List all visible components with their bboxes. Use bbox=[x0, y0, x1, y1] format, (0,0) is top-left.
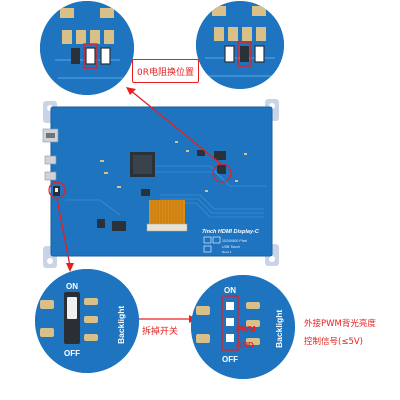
arrow-head-switch bbox=[66, 263, 74, 272]
board-version: Rev2.1 bbox=[222, 250, 232, 254]
board-title: 7inch HDMI Display-C bbox=[202, 229, 260, 235]
pad-highlight-box bbox=[221, 295, 239, 351]
pad-middle bbox=[226, 318, 234, 326]
display-board: 7inch HDMI Display-C 1024X600 Pixel USB … bbox=[42, 99, 279, 268]
board-resolution: 1024X600 Pixel bbox=[222, 239, 247, 243]
pad-off-label: OFF bbox=[222, 355, 238, 364]
pad-on-label: ON bbox=[224, 286, 236, 295]
zoom-resistor-before bbox=[40, 1, 134, 95]
zoom-switch: ON OFF Backlight bbox=[35, 269, 139, 373]
pad-backlight-label: Backlight bbox=[274, 310, 284, 348]
resistor-label-box: 0R电阻换位置 bbox=[132, 59, 199, 83]
toggle-switch-label: 拆掉开关 bbox=[142, 327, 179, 337]
resistor-area bbox=[217, 165, 226, 174]
zoom-pads: ON OFF Backlight PWM GND bbox=[191, 275, 295, 379]
pcb-body bbox=[51, 107, 272, 256]
resistor-position-label: 0R电阻换位置 bbox=[137, 68, 194, 78]
usb-port-2 bbox=[44, 171, 57, 181]
usb-port-1 bbox=[44, 155, 57, 165]
arrow-head-resistor bbox=[126, 87, 136, 95]
pad-gnd-label: GND bbox=[236, 341, 254, 350]
annotation-arrows bbox=[56, 89, 222, 320]
fcc-logo bbox=[203, 245, 212, 253]
switch-off-label: OFF bbox=[64, 349, 80, 358]
pwm-signal-label: 外接PWM背光亮度 bbox=[304, 319, 376, 329]
ce-logo bbox=[203, 236, 212, 244]
pad-pwm-label: PWM bbox=[236, 325, 256, 334]
zoom-resistor-after bbox=[196, 1, 284, 89]
rohs-logo bbox=[212, 236, 221, 244]
board-touch: USB Touch bbox=[222, 245, 240, 249]
pad-bottom bbox=[226, 334, 234, 342]
pad-top bbox=[226, 302, 234, 310]
switch-highlight bbox=[48, 181, 66, 199]
resistor-highlight bbox=[212, 163, 232, 183]
pwm-voltage-label: 控制信号(≤5V) bbox=[304, 337, 363, 347]
switch-on-label: ON bbox=[66, 282, 78, 291]
switch-slider bbox=[67, 297, 77, 319]
switch-backlight-label: Backlight bbox=[116, 306, 126, 344]
